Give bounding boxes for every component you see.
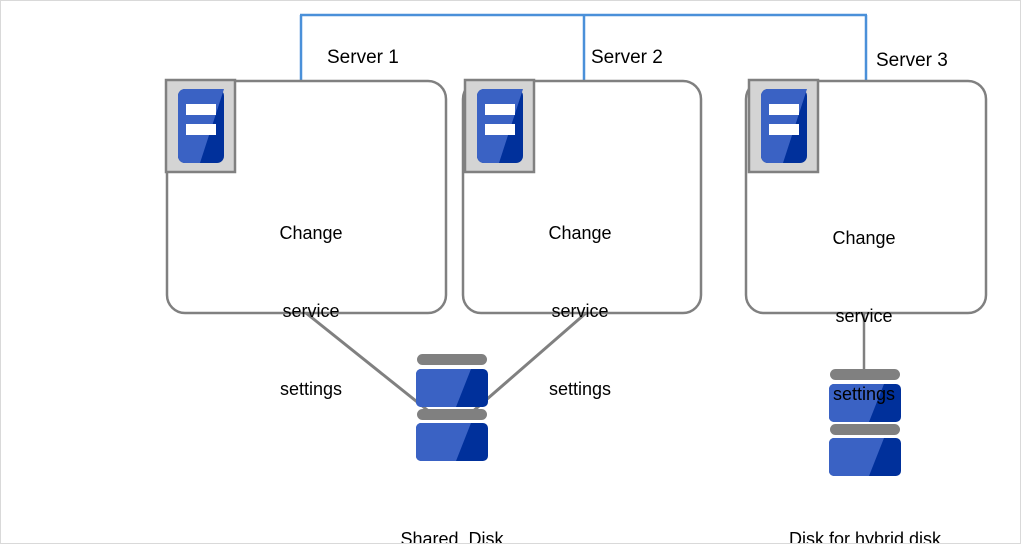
connector-server2-shared-disk (470, 311, 587, 415)
shared-disk-caption: Shared Disk for hybrid disk resource (312, 472, 592, 544)
server-1-frame (165, 79, 448, 315)
server-1-action-text: Change service settings (246, 168, 376, 454)
shared-disk-icon[interactable] (416, 354, 488, 461)
server-3-action-line-2: service (835, 306, 893, 326)
server-3-action-line-3: settings (832, 384, 896, 404)
server-1-icon (164, 78, 237, 174)
storage-connectors (305, 311, 866, 415)
server-3-icon (747, 78, 820, 174)
server-2-action-text: Change service settings (515, 168, 645, 454)
server-1-action-line-1: Change (279, 223, 343, 243)
server-box-1[interactable] (164, 78, 448, 315)
server-2-action-line-3: settings (548, 379, 612, 399)
server-2-action-line-2: service (551, 301, 609, 321)
hybrid-disk-caption-line-1: Disk for hybrid disk (788, 529, 942, 544)
server-box-3[interactable] (744, 78, 988, 315)
server-1-action-line-2: service (282, 301, 340, 321)
server-box-2[interactable] (461, 78, 703, 315)
hybrid-disk-caption: Disk for hybrid disk resource (749, 472, 981, 544)
server-2-icon (463, 78, 536, 174)
server-2-name-label: Server 2 (591, 47, 663, 68)
connector-server1-shared-disk (305, 311, 432, 415)
network-bus (299, 13, 868, 81)
server-3-action-line-1: Change (832, 228, 896, 248)
server-1-name-label: Server 1 (327, 47, 399, 68)
server-3-action-text: Change service settings (799, 173, 929, 459)
shared-disk-caption-line-1: Shared Disk (400, 529, 504, 544)
server-2-action-line-1: Change (548, 223, 612, 243)
server-1-action-line-3: settings (279, 379, 343, 399)
server-3-name-label: Server 3 (876, 50, 948, 71)
hybrid-disk-icon[interactable] (829, 369, 901, 476)
